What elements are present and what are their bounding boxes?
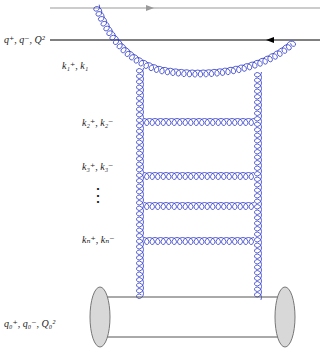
gluon: [255, 72, 262, 300]
arrow-head: [146, 5, 154, 11]
quark-line: [50, 8, 320, 9]
momentum-label: q₀⁺, q₀⁻, Q₀²: [4, 318, 55, 329]
momentum-label: kₙ⁺, kₙ⁻: [82, 234, 115, 245]
momentum-label: ⋮: [89, 186, 107, 206]
blob-ellipse: [275, 287, 295, 347]
gluon-lines: [94, 5, 296, 300]
gluon: [144, 119, 254, 126]
gluon: [94, 5, 296, 77]
gluon: [144, 203, 254, 210]
gluon: [144, 173, 254, 180]
momentum-label: k₂⁺, k₂⁻: [82, 117, 113, 128]
blob-line: [100, 337, 285, 338]
momentum-label: q⁺, q⁻, Q²: [4, 34, 45, 45]
momentum-label: k₃⁺, k₃⁻: [82, 161, 113, 172]
arrow-head: [266, 37, 274, 43]
gluon: [137, 68, 144, 298]
quark-line: [50, 40, 320, 41]
gluon: [144, 238, 254, 245]
momentum-label: k₁⁺, k₁: [62, 60, 88, 71]
blob-line: [100, 297, 285, 298]
blob-ellipse: [90, 287, 110, 347]
